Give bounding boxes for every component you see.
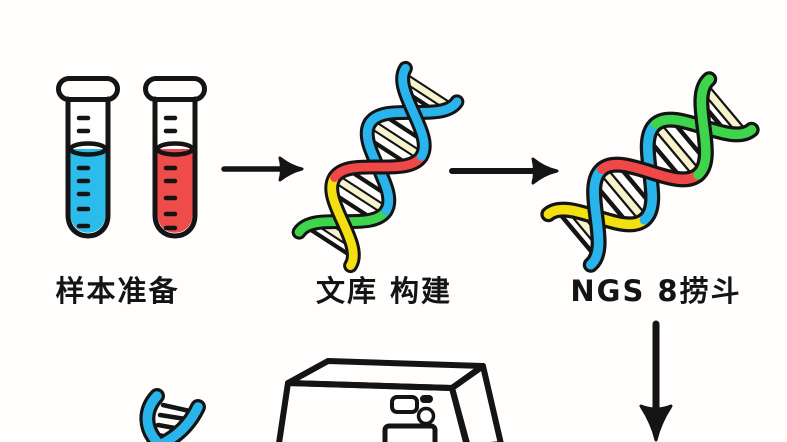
dna-helix-ngs-icon xyxy=(540,71,760,273)
arrow-right-icon xyxy=(221,156,304,182)
arrow-right-icon xyxy=(449,157,559,185)
sequencer-machine-icon xyxy=(276,358,504,442)
step-label-library-construction: 文库 构建 xyxy=(315,274,453,308)
step-label-sample-preparation: 样本准备 xyxy=(55,274,180,308)
step-label-ngs-sequencing: NGS 8捞斗 xyxy=(570,274,742,308)
dna-helix-library-icon xyxy=(291,60,465,274)
test-tube-red-icon xyxy=(143,76,207,239)
dna-helix-partial-icon xyxy=(139,388,206,442)
test-tube-blue-icon xyxy=(56,76,120,239)
arrow-down-icon xyxy=(639,320,673,442)
